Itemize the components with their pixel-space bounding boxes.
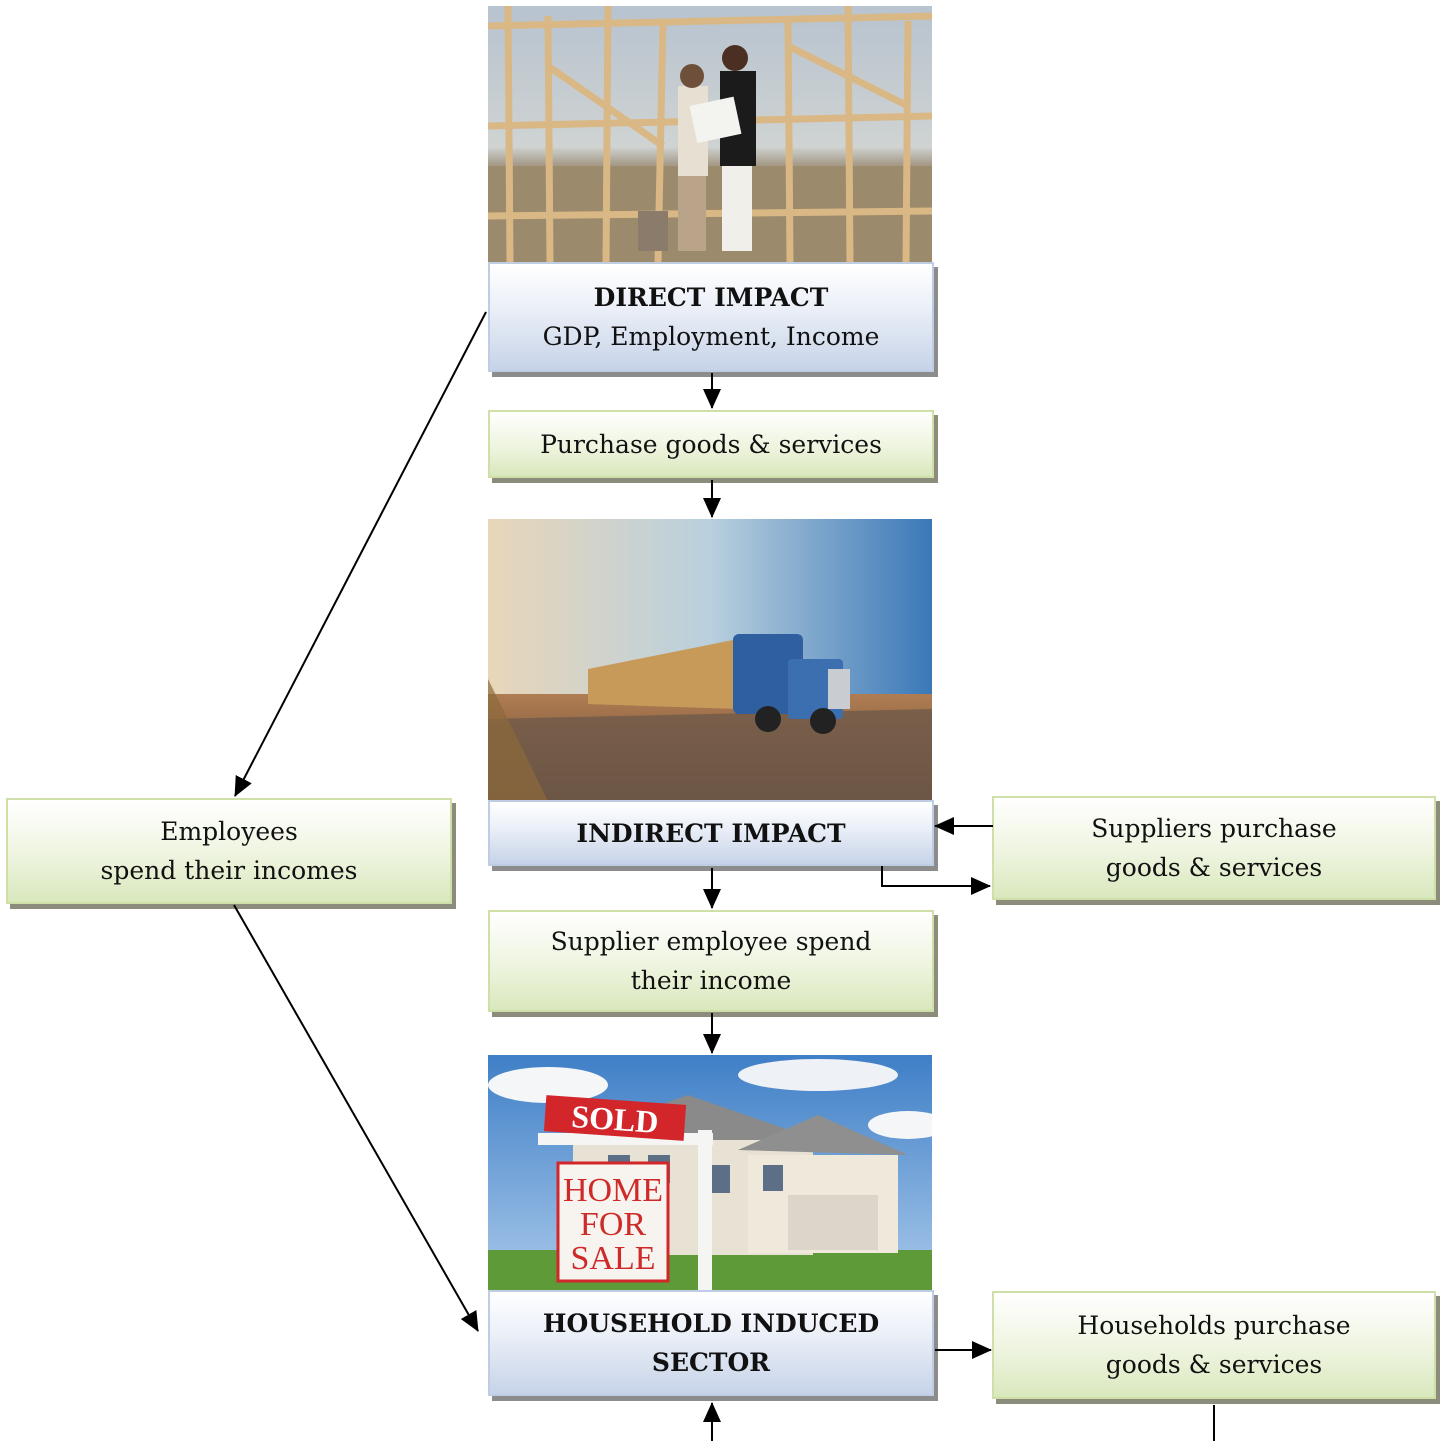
employees-spend-line2: spend their incomes: [100, 856, 358, 885]
households-purchase-box: Households purchase goods & services: [992, 1291, 1436, 1399]
arrow-direct-to-employees: [234, 311, 487, 797]
purchase-goods-box: Purchase goods & services: [488, 410, 934, 478]
indirect-impact-title: INDIRECT IMPACT: [576, 818, 846, 848]
supplier-employee-line1: Supplier employee spend: [550, 927, 872, 956]
construction-photo: [488, 6, 932, 262]
house-for-sale-photo: SOLD HOME FOR SALE: [488, 1055, 932, 1290]
arrow-indirect-to-suppliers: [881, 866, 991, 895]
supplier-employee-line2: their income: [630, 966, 792, 995]
supplier-employee-spend-box: Supplier employee spend their income: [488, 910, 934, 1012]
home-sign-text: HOME: [563, 1172, 663, 1209]
household-induced-line1: HOUSEHOLD INDUCED: [542, 1309, 880, 1338]
suppliers-purchase-line1: Suppliers purchase: [1091, 814, 1337, 843]
truck-photo: [488, 519, 932, 801]
households-purchase-line2: goods & services: [1105, 1350, 1323, 1379]
sale-sign-text: SALE: [571, 1240, 656, 1277]
employees-spend-line1: Employees: [160, 817, 298, 846]
arrow-employees-to-household: [233, 904, 479, 1332]
suppliers-purchase-box: Suppliers purchase goods & services: [992, 796, 1436, 900]
indirect-impact-box: INDIRECT IMPACT: [488, 800, 934, 866]
households-purchase-line1: Households purchase: [1077, 1311, 1351, 1340]
suppliers-purchase-line2: goods & services: [1105, 853, 1323, 882]
for-sign-text: FOR: [580, 1206, 646, 1243]
direct-impact-subtitle: GDP, Employment, Income: [542, 322, 880, 351]
household-induced-line2: SECTOR: [651, 1348, 771, 1377]
employees-spend-box: Employees spend their incomes: [6, 798, 452, 904]
purchase-goods-label: Purchase goods & services: [540, 429, 882, 459]
sold-sign-text: SOLD: [570, 1098, 659, 1140]
direct-impact-title: DIRECT IMPACT: [593, 283, 829, 312]
direct-impact-box: DIRECT IMPACT GDP, Employment, Income: [488, 262, 934, 372]
household-induced-box: HOUSEHOLD INDUCED SECTOR: [488, 1290, 934, 1396]
